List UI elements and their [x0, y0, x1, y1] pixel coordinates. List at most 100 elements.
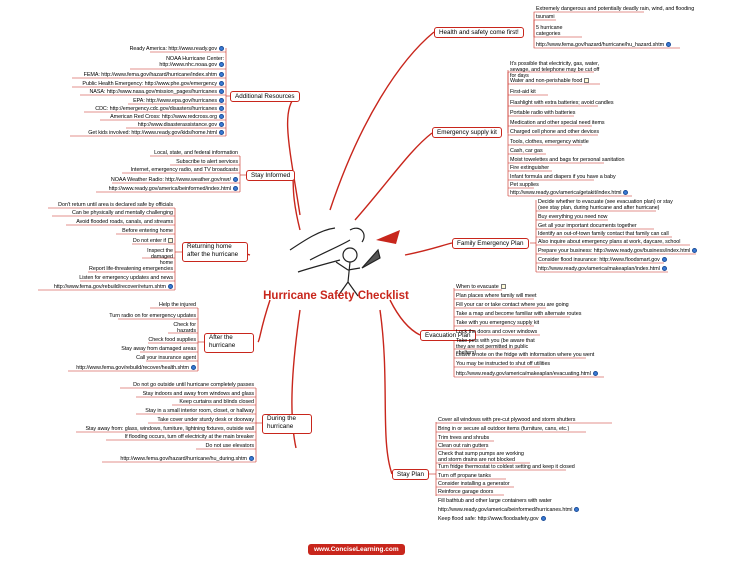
- stay-item: Cover all windows with pre-cut plywood a…: [438, 417, 576, 423]
- return-item: Before entering home: [122, 228, 173, 234]
- supply-item: Fire extinguisher: [510, 165, 549, 171]
- family-item: Decide whether to evacuate (see evacuati…: [538, 199, 673, 211]
- resource-link[interactable]: FEMA: http://www.fema.gov/hazard/hurrica…: [84, 72, 224, 78]
- after-item: Stay away from damaged areas: [121, 346, 196, 352]
- after-item: Turn radio on for emergency updates: [109, 313, 196, 319]
- evac-item: Leave a note on the fridge with informat…: [456, 352, 595, 358]
- supply-item: Pet supplies: [510, 182, 539, 188]
- globe-icon: [219, 122, 224, 128]
- informed-link[interactable]: http://www.ready.gov/america/beinformed/…: [109, 186, 238, 192]
- supply-item: Flashlight with extra batteries; avoid c…: [510, 100, 614, 106]
- branch-health: Health and safety come first!: [434, 27, 524, 38]
- branch-stay-informed: Stay Informed: [246, 170, 296, 181]
- return-item: Can be physically and mentally challengi…: [72, 210, 173, 216]
- during-item: Do not go outside until hurricane comple…: [133, 382, 254, 388]
- stay-link[interactable]: http://www.ready.gov/america/beinformed/…: [438, 507, 580, 513]
- branch-family-plan: Family Emergency Plan: [452, 238, 529, 249]
- resource-link[interactable]: Get kids involved: http://www.ready.gov/…: [88, 130, 224, 136]
- informed-item: Local, state, and federal information: [154, 150, 238, 156]
- family-link[interactable]: Prepare your business: http://www.ready.…: [538, 248, 698, 254]
- evac-item: Lock the doors and cover windows: [456, 329, 538, 335]
- return-item: Report life-threatening emergencies: [89, 266, 173, 272]
- footer-link[interactable]: www.ConciseLearning.com: [308, 544, 405, 555]
- globe-icon: [219, 81, 224, 87]
- return-item: Listen for emergency updates and news: [79, 275, 173, 281]
- branch-supply-kit: Emergency supply kit: [432, 127, 502, 138]
- after-link[interactable]: http://www.fema.gov/rebuild/recover/heal…: [76, 365, 196, 371]
- health-item: Extremely dangerous and potentially dead…: [536, 6, 695, 12]
- resource-link[interactable]: NASA: http://www.nasa.gov/mission_pages/…: [89, 89, 224, 95]
- globe-icon: [219, 46, 224, 52]
- health-item: tsunami: [536, 14, 555, 20]
- globe-icon: [592, 371, 598, 377]
- supply-item: Water and non-perishable food: [510, 78, 590, 84]
- family-link[interactable]: Consider flood insurance: http://www.flo…: [538, 257, 667, 263]
- supply-item: Charged cell phone and other devices: [510, 129, 600, 135]
- supply-link[interactable]: http://www.ready.gov/america/getakit/ind…: [510, 190, 629, 196]
- after-item: Call your insurance agent: [136, 355, 196, 361]
- globe-icon: [540, 516, 546, 522]
- globe-icon: [692, 248, 698, 254]
- during-item: Stay in a small interior room, closet, o…: [145, 408, 254, 414]
- resource-link[interactable]: American Red Cross: http://www.redcross.…: [110, 114, 224, 120]
- return-item: Avoid flooded roads, canals, and streams: [76, 219, 173, 225]
- after-item: Check food supplies: [148, 337, 196, 343]
- return-item: Do not enter if: [133, 238, 173, 244]
- branch-during-hurricane: During the hurricane: [262, 414, 312, 434]
- branch-stay-plan: Stay Plan: [392, 469, 429, 480]
- globe-icon: [219, 130, 224, 136]
- during-item: Stay away from: glass, windows, furnitur…: [85, 426, 254, 432]
- during-item: Take cover under sturdy desk or doorway: [157, 417, 254, 423]
- globe-icon: [623, 190, 629, 196]
- family-link[interactable]: http://www.ready.gov/america/makeaplan/i…: [538, 266, 667, 272]
- supply-item: First-aid kit: [510, 89, 536, 95]
- globe-icon: [661, 257, 667, 263]
- return-link[interactable]: http://www.fema.gov/rebuild/recover/retu…: [54, 284, 173, 290]
- resource-link[interactable]: CDC: http://emergency.cdc.gov/disasters/…: [95, 106, 224, 112]
- family-item: Buy everything you need now: [538, 214, 608, 220]
- during-item: Stay indoors and away from windows and g…: [142, 391, 254, 397]
- evac-item: When to evacuate: [456, 284, 506, 290]
- family-item: Also inquire about emergency plans at wo…: [538, 239, 681, 245]
- during-item: Keep curtains and blinds closed: [179, 399, 254, 405]
- supply-item: Tools, clothes, emergency whistle: [510, 139, 589, 145]
- stay-item: Trim trees and shrubs: [438, 435, 490, 441]
- branch-returning-home: Returning home after the hurricane: [182, 242, 248, 262]
- globe-icon: [574, 507, 580, 513]
- health-link[interactable]: http://www.fema.gov/hazard/hurricane/hu_…: [536, 42, 672, 48]
- resource-link[interactable]: NOAA Hurricane Center: http://www.nhc.no…: [159, 56, 224, 68]
- during-link[interactable]: http://www.fema.gov/hazard/hurricane/hu_…: [120, 456, 254, 462]
- during-item: If flooding occurs, turn off electricity…: [124, 434, 254, 440]
- supply-item: Infant formula and diapers if you have a…: [510, 174, 616, 180]
- stay-item: Clean out rain gutters: [438, 443, 489, 449]
- globe-icon: [219, 72, 224, 78]
- supply-item: Cash, car gas: [510, 148, 543, 154]
- after-item: Check for hazards: [173, 322, 196, 334]
- stay-item: Check that sump pumps are working and st…: [438, 451, 524, 463]
- globe-icon: [168, 284, 173, 290]
- resource-link[interactable]: http://www.disasterassistance.gov: [138, 122, 224, 128]
- stay-link[interactable]: Keep flood safe: http://www.floodsafety.…: [438, 516, 546, 522]
- globe-icon: [233, 177, 238, 183]
- supply-item: Medication and other special need items: [510, 120, 605, 126]
- globe-icon: [219, 114, 224, 120]
- globe-icon: [219, 62, 224, 68]
- family-item: Identify an out-of-town family contact t…: [538, 231, 669, 237]
- resource-link[interactable]: EPA: http://www.epa.gov/hurricanes: [133, 98, 224, 104]
- central-illustration: [250, 210, 420, 304]
- informed-item: Internet, emergency radio, and TV broadc…: [130, 167, 238, 173]
- stay-item: Turn fridge thermostat to coldest settin…: [438, 464, 575, 470]
- evac-item: Take a map and become familiar with alte…: [456, 311, 582, 317]
- evac-item: Plan places where family will meet: [456, 293, 537, 299]
- stay-item: Bring in or secure all outdoor items (fu…: [438, 426, 570, 432]
- supply-item: Portable radio with batteries: [510, 110, 576, 116]
- resource-link[interactable]: Ready America: http://www.ready.gov: [130, 46, 224, 52]
- evac-link[interactable]: http://www.ready.gov/america/makeaplan/e…: [456, 371, 598, 377]
- evac-item: Take with you emergency supply kit: [456, 320, 540, 326]
- evac-item: Take pets with you (be aware that they a…: [456, 338, 535, 356]
- informed-link[interactable]: NOAA Weather Radio: http://www.weather.g…: [111, 177, 238, 183]
- branch-after-hurricane: After the hurricane: [204, 333, 254, 353]
- globe-icon: [191, 365, 196, 371]
- informed-item: Subscribe to alert services: [176, 159, 238, 165]
- resource-link[interactable]: Public Health Emergency: http://www.phe.…: [82, 81, 224, 87]
